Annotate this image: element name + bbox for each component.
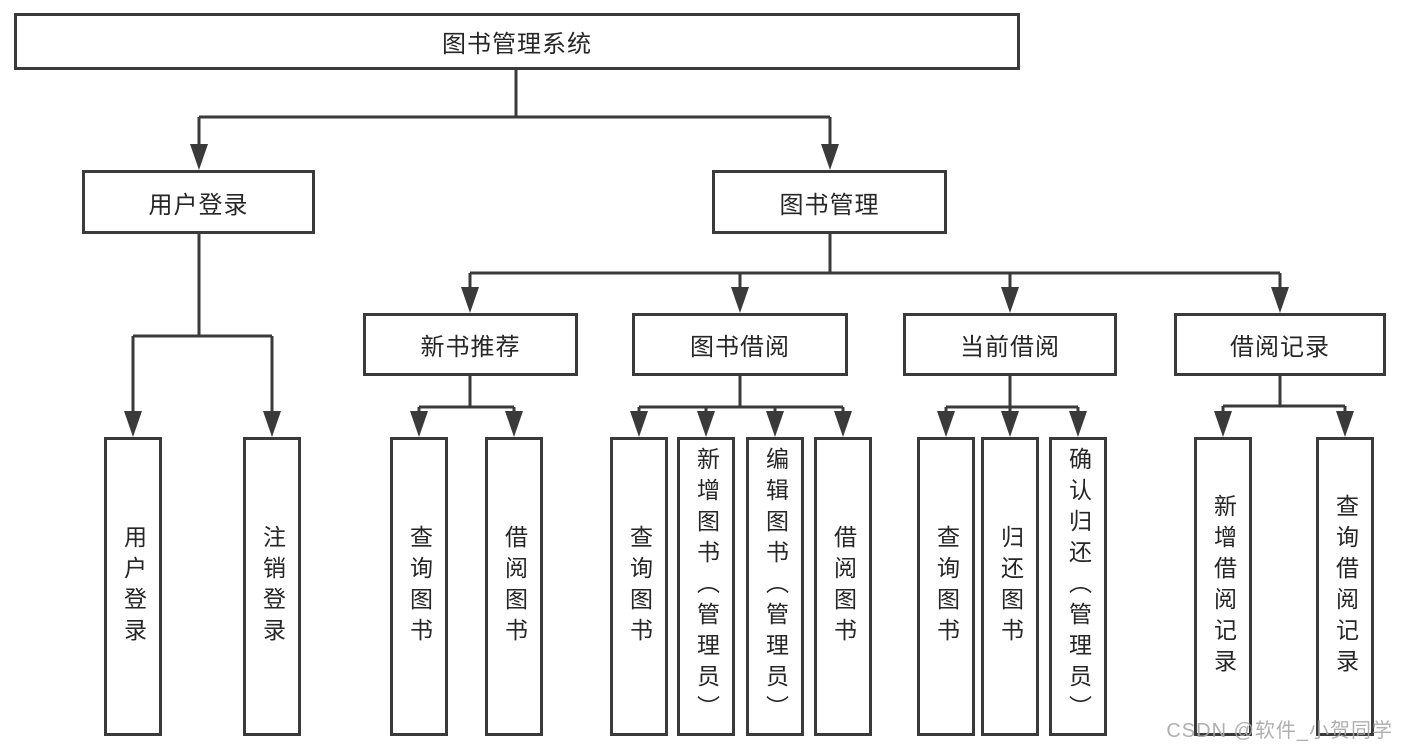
arrowhead (410, 411, 428, 437)
arrowhead (766, 411, 784, 437)
leaf-return-book: 归还图书 (981, 437, 1039, 736)
leaf-logout: 注销登录 (243, 437, 301, 736)
arrowhead (1001, 287, 1019, 313)
arrowhead (821, 144, 839, 170)
arrowhead (1001, 411, 1019, 437)
leaf-query-books-borrow: 查询图书 (610, 437, 668, 736)
arrowhead (190, 144, 208, 170)
connector-current-borrow-to-leaves (944, 376, 1080, 417)
arrowhead (461, 287, 479, 313)
leaf-add-borrow-record: 新增借阅记录 (1194, 437, 1252, 736)
arrowhead (124, 411, 142, 437)
leaf-query-borrow-record: 查询借阅记录 (1316, 437, 1374, 736)
connector-borrow-records-to-leaves (1221, 376, 1347, 417)
arrowhead (937, 411, 955, 437)
leaf-query-books-current: 查询图书 (917, 437, 975, 736)
node-user-login: 用户登录 (82, 170, 315, 234)
arrowhead (263, 411, 281, 437)
leaf-borrow-books-recommend: 借阅图书 (485, 437, 543, 736)
watermark: CSDN @软件_小贺同学 (1166, 720, 1393, 742)
connector-root-to-level2 (197, 70, 832, 150)
arrowhead (1069, 411, 1087, 437)
node-borrow-records: 借阅记录 (1174, 313, 1386, 376)
arrowhead (1214, 411, 1232, 437)
node-book-management: 图书管理 (712, 170, 947, 234)
connector-book-borrow-to-leaves (637, 376, 845, 417)
arrowhead (630, 411, 648, 437)
leaf-edit-book-admin: 编辑图书（管理员） (746, 437, 804, 736)
connector-book-management-to-level3 (468, 234, 1282, 293)
node-current-borrow: 当前借阅 (903, 313, 1117, 376)
leaf-user-login: 用户登录 (104, 437, 162, 736)
node-root: 图书管理系统 (14, 13, 1020, 70)
node-new-book-recommend: 新书推荐 (363, 313, 578, 376)
connector-user-login-to-leaves (131, 234, 274, 417)
leaf-query-books-recommend: 查询图书 (390, 437, 448, 736)
arrowhead (834, 411, 852, 437)
node-book-borrow: 图书借阅 (632, 313, 848, 376)
arrowhead (1336, 411, 1354, 437)
leaf-confirm-return-admin: 确认归还（管理员） (1049, 437, 1107, 736)
arrowhead (1271, 287, 1289, 313)
arrowhead (697, 411, 715, 437)
leaf-borrow-books-borrow: 借阅图书 (814, 437, 872, 736)
leaf-add-book-admin: 新增图书（管理员） (677, 437, 735, 736)
arrowhead (731, 287, 749, 313)
connector-new-book-recommend-to-leaves (417, 376, 516, 417)
arrowhead (505, 411, 523, 437)
